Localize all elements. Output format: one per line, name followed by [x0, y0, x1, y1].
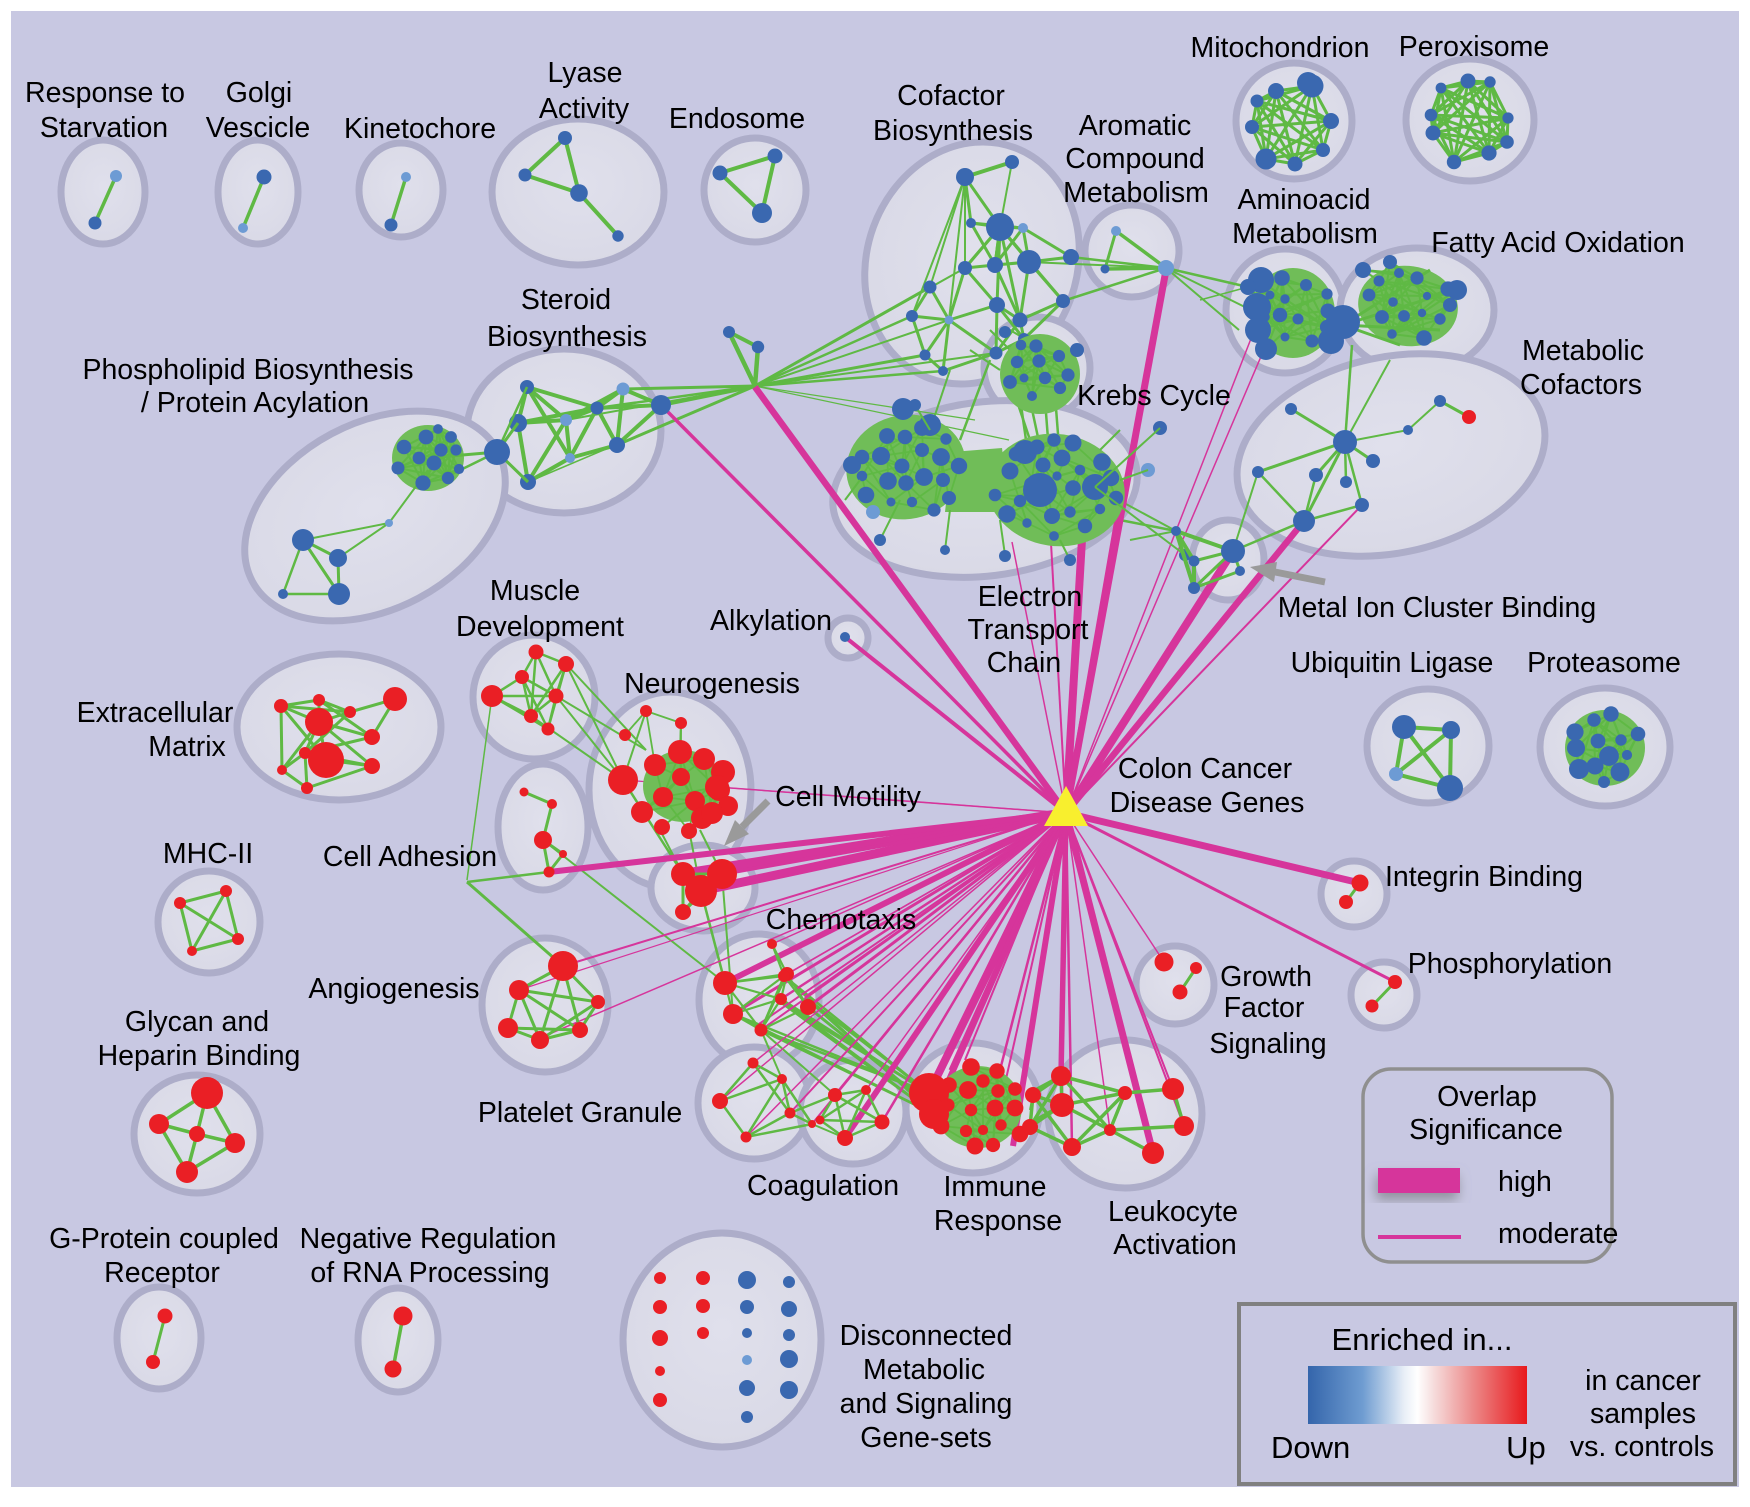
svg-text:Krebs Cycle: Krebs Cycle: [1077, 380, 1231, 412]
svg-text:and Signaling: and Signaling: [840, 1388, 1013, 1420]
svg-text:Growth: Growth: [1220, 961, 1312, 993]
svg-text:Aminoacid: Aminoacid: [1237, 184, 1370, 216]
svg-text:Chemotaxis: Chemotaxis: [766, 904, 916, 936]
svg-text:Metabolic: Metabolic: [1522, 335, 1644, 367]
svg-text:Aromatic: Aromatic: [1079, 110, 1191, 142]
svg-text:Negative Regulation: Negative Regulation: [300, 1223, 557, 1255]
svg-text:Compound: Compound: [1065, 143, 1204, 175]
svg-text:Cell Adhesion: Cell Adhesion: [323, 841, 497, 873]
svg-text:moderate: moderate: [1498, 1218, 1618, 1250]
svg-text:Extracellular: Extracellular: [77, 697, 234, 729]
svg-text:Response: Response: [934, 1205, 1062, 1237]
svg-text:Starvation: Starvation: [40, 112, 168, 144]
svg-text:of RNA Processing: of RNA Processing: [310, 1257, 549, 1289]
svg-text:Alkylation: Alkylation: [710, 605, 832, 637]
svg-text:Down: Down: [1271, 1430, 1350, 1465]
svg-text:Coagulation: Coagulation: [747, 1170, 899, 1202]
svg-text:Angiogenesis: Angiogenesis: [308, 973, 479, 1005]
svg-text:Immune: Immune: [944, 1171, 1047, 1203]
svg-text:Fatty Acid Oxidation: Fatty Acid Oxidation: [1431, 227, 1684, 259]
svg-text:Response to: Response to: [25, 77, 185, 109]
svg-text:Activation: Activation: [1113, 1229, 1237, 1261]
svg-text:Phosphorylation: Phosphorylation: [1408, 948, 1612, 980]
svg-text:Glycan and: Glycan and: [125, 1006, 269, 1038]
svg-text:G-Protein coupled: G-Protein coupled: [49, 1223, 279, 1255]
svg-text:Metabolism: Metabolism: [1063, 177, 1209, 209]
svg-text:/ Protein Acylation: / Protein Acylation: [141, 387, 369, 419]
svg-text:MHC-II: MHC-II: [163, 838, 253, 870]
svg-text:Up: Up: [1506, 1430, 1546, 1465]
svg-text:Receptor: Receptor: [104, 1257, 220, 1289]
svg-text:Proteasome: Proteasome: [1527, 647, 1681, 679]
svg-text:Steroid: Steroid: [521, 284, 611, 316]
svg-text:Peroxisome: Peroxisome: [1399, 31, 1549, 63]
svg-text:Kinetochore: Kinetochore: [344, 113, 496, 145]
svg-text:Factor: Factor: [1224, 992, 1305, 1024]
svg-text:high: high: [1498, 1166, 1552, 1198]
svg-text:Disconnected: Disconnected: [840, 1320, 1013, 1352]
svg-text:Cofactor: Cofactor: [897, 80, 1005, 112]
svg-text:Enriched in...: Enriched in...: [1332, 1322, 1513, 1357]
svg-text:Disease Genes: Disease Genes: [1110, 787, 1305, 819]
svg-text:samples: samples: [1590, 1398, 1696, 1430]
svg-text:Activity: Activity: [539, 93, 630, 125]
svg-text:Colon Cancer: Colon Cancer: [1118, 753, 1293, 785]
svg-text:Signaling: Signaling: [1209, 1028, 1326, 1060]
svg-text:Golgi: Golgi: [226, 77, 293, 109]
svg-text:Overlap: Overlap: [1437, 1081, 1537, 1113]
svg-text:Leukocyte: Leukocyte: [1108, 1196, 1238, 1228]
svg-text:Transport: Transport: [968, 614, 1089, 646]
svg-text:Biosynthesis: Biosynthesis: [873, 115, 1033, 147]
svg-text:Metal Ion Cluster Binding: Metal Ion Cluster Binding: [1278, 592, 1596, 624]
svg-text:Ubiquitin Ligase: Ubiquitin Ligase: [1291, 647, 1494, 679]
svg-text:Electron: Electron: [978, 581, 1083, 613]
svg-text:Heparin Binding: Heparin Binding: [98, 1040, 301, 1072]
svg-text:Cell Motility: Cell Motility: [775, 781, 921, 813]
svg-text:Cofactors: Cofactors: [1520, 369, 1642, 401]
svg-text:Matrix: Matrix: [148, 731, 226, 763]
svg-text:Metabolic: Metabolic: [863, 1354, 985, 1386]
svg-text:Phospholipid Biosynthesis: Phospholipid Biosynthesis: [82, 354, 413, 386]
svg-text:Biosynthesis: Biosynthesis: [487, 321, 647, 353]
svg-text:Muscle: Muscle: [490, 575, 580, 607]
svg-text:Lyase: Lyase: [548, 57, 623, 89]
svg-text:Metabolism: Metabolism: [1232, 218, 1378, 250]
svg-text:Development: Development: [456, 611, 624, 643]
svg-text:Vescicle: Vescicle: [206, 112, 311, 144]
svg-text:Gene-sets: Gene-sets: [860, 1422, 991, 1454]
svg-text:Chain: Chain: [987, 647, 1061, 679]
svg-text:Endosome: Endosome: [669, 103, 805, 135]
svg-text:in cancer: in cancer: [1585, 1365, 1701, 1397]
svg-text:Mitochondrion: Mitochondrion: [1190, 32, 1369, 64]
svg-text:Neurogenesis: Neurogenesis: [624, 668, 800, 700]
svg-text:Integrin Binding: Integrin Binding: [1385, 861, 1583, 893]
svg-text:Significance: Significance: [1409, 1114, 1563, 1146]
svg-text:Platelet Granule: Platelet Granule: [478, 1097, 682, 1129]
svg-text:vs. controls: vs. controls: [1570, 1431, 1714, 1463]
